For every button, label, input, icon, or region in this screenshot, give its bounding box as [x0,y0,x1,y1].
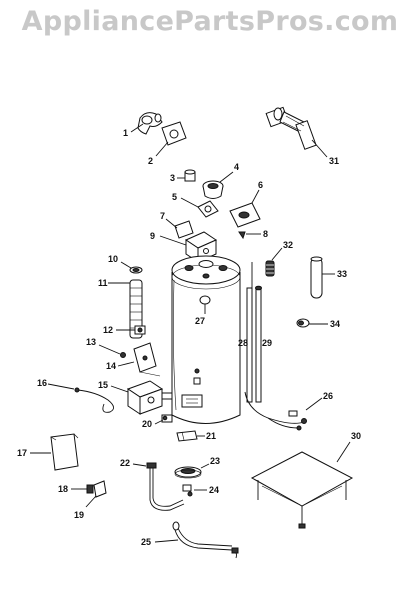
leader-23 [200,463,210,469]
part-21-clip[interactable] [176,430,198,442]
leader-26 [305,397,323,411]
part-5-gasket[interactable] [197,200,219,218]
callout-31: 31 [329,156,339,166]
tank-fittings [193,368,201,385]
callout-19: 19 [74,510,84,520]
leader-1 [130,123,144,133]
leader-19 [85,495,97,508]
callout-12: 12 [103,325,113,335]
callout-15: 15 [98,380,108,390]
part-11-flex-connector[interactable] [129,279,143,339]
part-14-bracket[interactable] [133,342,161,377]
callout-13: 13 [86,337,96,347]
leader-20 [154,419,164,425]
callout-20: 20 [142,419,152,429]
callout-28: 28 [238,338,248,348]
callout-34: 34 [330,319,340,329]
callout-6: 6 [258,180,263,190]
part-4-draft-hood[interactable] [202,180,224,199]
part-23-burner[interactable] [174,466,202,479]
part-17-access-panel[interactable] [50,433,79,471]
leader-31 [311,139,328,158]
part-24-pilot-assembly[interactable] [182,484,193,497]
callout-27: 27 [195,316,205,326]
leader-15 [110,385,129,393]
callout-2: 2 [148,156,153,166]
part-6-plate[interactable] [229,202,261,228]
callout-16: 16 [37,378,47,388]
callout-3: 3 [170,173,175,183]
callout-1: 1 [123,128,128,138]
leader-5 [180,197,199,208]
leader-22 [132,463,147,467]
callout-30: 30 [351,431,361,441]
part-29-anode-rod[interactable] [255,285,262,403]
part-31-vent-assembly[interactable] [265,106,317,150]
part-19-bracket[interactable] [93,480,107,498]
leader-6 [251,189,260,204]
leader-7 [165,218,178,229]
callout-32: 32 [283,240,293,250]
part-34-fitting[interactable] [296,318,310,328]
leader-13 [98,344,121,355]
callout-9: 9 [150,231,155,241]
part-32-spring[interactable] [265,260,275,277]
callout-5: 5 [172,192,177,202]
leader-16 [47,383,75,390]
part-25-manifold-tube[interactable] [172,521,239,559]
part-3-cap[interactable] [184,169,196,182]
part-12-knob[interactable] [134,325,146,335]
callout-23: 23 [210,456,220,466]
callout-22: 22 [120,458,130,468]
tank-body [171,255,241,424]
leader-9 [159,235,187,246]
part-10-ring[interactable] [129,266,143,274]
part-20-drain-valve[interactable] [161,414,173,423]
leader-32 [271,247,283,261]
callout-8: 8 [263,229,268,239]
callout-33: 33 [337,269,347,279]
callout-14: 14 [106,361,116,371]
part-26-wire-harness[interactable] [244,391,307,431]
part-33-anode-tube[interactable] [310,256,323,299]
leader-2 [155,141,169,157]
callout-11: 11 [98,278,108,288]
part-15-gas-valve[interactable] [126,380,173,415]
part-7-bracket[interactable] [174,220,194,239]
leader-25 [154,539,179,543]
callout-29: 29 [262,338,272,348]
callout-7: 7 [160,211,165,221]
part-22-pilot-tube[interactable] [146,462,185,511]
callout-24: 24 [209,485,219,495]
part-1-elbow[interactable] [137,112,163,135]
watermark-logo: AppliancePartsPros.com [21,6,399,37]
part-30-stand[interactable] [250,451,354,529]
callout-21: 21 [206,431,216,441]
part-27-relief-valve[interactable] [199,295,211,314]
callout-25: 25 [141,537,151,547]
part-8-nut[interactable] [238,231,246,240]
part-28-dip-tube[interactable] [246,287,253,403]
callout-17: 17 [17,448,27,458]
leader-14 [117,361,135,367]
part-18-igniter[interactable] [86,484,94,494]
leader-10 [120,261,132,269]
part-2-gasket[interactable] [161,121,187,146]
callout-26: 26 [323,391,333,401]
callout-4: 4 [234,162,239,172]
leader-4 [219,171,234,183]
part-16-thermocouple[interactable] [74,387,114,413]
part-13-screw[interactable] [120,352,126,358]
callout-18: 18 [58,484,68,494]
callout-10: 10 [108,254,118,264]
leader-30 [336,441,351,463]
